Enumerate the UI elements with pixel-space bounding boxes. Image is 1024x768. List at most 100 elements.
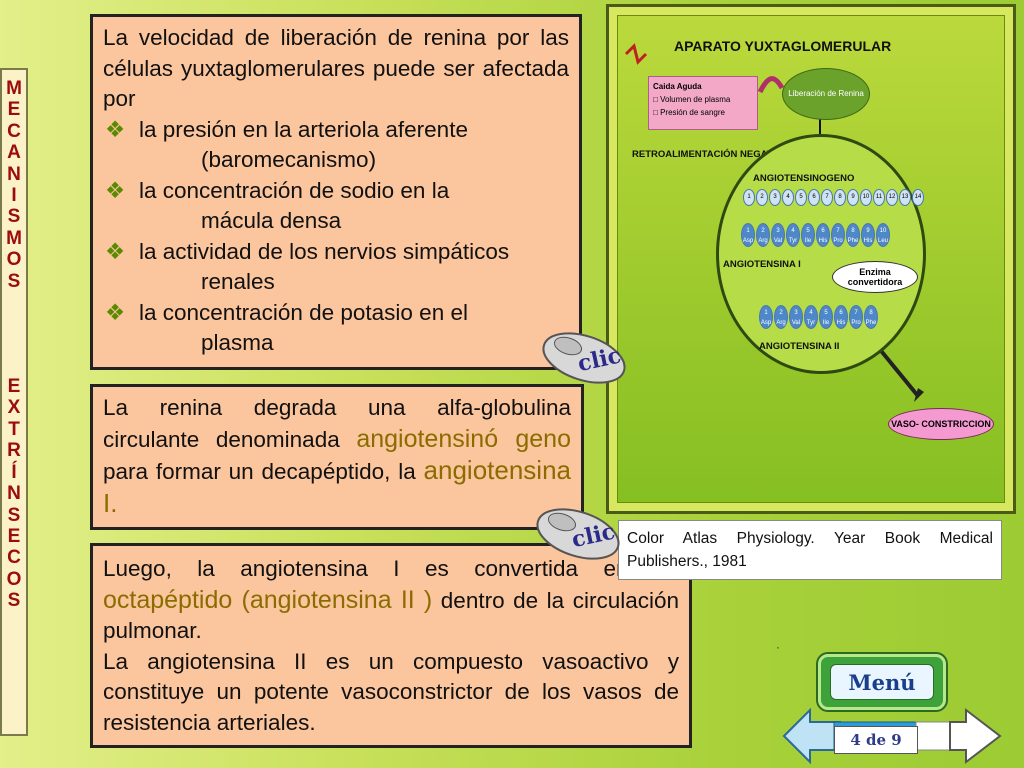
amino-acid-bead: 13	[899, 189, 911, 206]
renin-factors-panel: La velocidad de liberación de renina por…	[90, 14, 582, 370]
mouse-icon: clic	[536, 508, 620, 560]
amino-acid-bead: 11	[873, 189, 885, 206]
factor-line2: (baromecanismo)	[201, 147, 377, 172]
title-letter: R	[7, 440, 21, 462]
amino-acid-bead: 9	[847, 189, 859, 206]
amino-acid-bead: 3	[769, 189, 781, 206]
panel2-text-a: La renina degrada una alfa-globulina cir…	[103, 395, 571, 452]
factor-line1: la concentración de potasio en el	[139, 299, 468, 325]
arrow-head-icon	[914, 388, 924, 402]
amino-acid-bead: 6	[808, 189, 820, 206]
angiotensin2-label: ANGIOTENSINA II	[759, 341, 840, 352]
menu-button[interactable]: Menú	[818, 654, 946, 710]
clic-button-1[interactable]: clic	[534, 322, 630, 390]
stray-dot: ·	[776, 640, 780, 654]
diamond-bullet-icon: ❖	[105, 238, 126, 264]
amino-acid-bead: 7	[821, 189, 833, 206]
clic-button-2[interactable]: clic	[528, 498, 624, 566]
angiotensinogen-label: ANGIOTENSINOGENO	[753, 173, 855, 184]
angiotensin2-panel: Luego, la angiotensina I es convertida e…	[90, 543, 692, 748]
amino-acid-bead: 5	[795, 189, 807, 206]
title-letter: E	[7, 525, 21, 547]
diagram-background: APARATO YUXTAGLOMERULAR Caida Aguda □ Vo…	[617, 15, 1005, 503]
title-letter: S	[7, 206, 21, 228]
renin-angiotensin-panel: La renina degrada una alfa-globulina cir…	[90, 384, 584, 530]
factor-line2: mácula densa	[201, 208, 342, 233]
drop-icon	[624, 43, 648, 65]
citation-box: Color Atlas Physiology. Year Book Medica…	[618, 520, 1002, 580]
panel3-text-b: dentro de la circulación pulmonar.	[103, 587, 679, 644]
angiotensin1-highlight: angiotensina I.	[103, 455, 571, 518]
acute-drop-box: Caida Aguda □ Volumen de plasma □ Presió…	[648, 76, 758, 130]
factor-line1: la concentración de sodio en la	[139, 177, 450, 203]
title-letter: I	[11, 185, 17, 207]
title-letter: E	[7, 99, 21, 121]
factor-line2: plasma	[201, 330, 274, 355]
title-letter: N	[7, 483, 21, 505]
caida-item: □ Volumen de plasma	[653, 95, 731, 104]
renin-release-node: Liberación de Renina	[782, 68, 870, 120]
title-letter: S	[7, 270, 21, 292]
title-letter: C	[7, 120, 21, 142]
title-letter: N	[7, 163, 21, 185]
title-letter: X	[7, 397, 21, 419]
amino-acid-bead: 14	[912, 189, 924, 206]
amino-acid-bead: 10	[860, 189, 872, 206]
next-arrow-icon[interactable]	[949, 707, 1002, 765]
angiotensin1-label: ANGIOTENSINA I	[723, 259, 801, 270]
menu-label: Menú	[830, 664, 934, 700]
title-letter: T	[8, 418, 20, 440]
diamond-bullet-icon: ❖	[105, 299, 126, 325]
title-letter: O	[6, 568, 22, 590]
title-letter: Í	[11, 461, 17, 483]
factor-item: ❖ la concentración de sodio en la mácula d…	[103, 176, 569, 237]
amino-acid-bead: 1	[743, 189, 755, 206]
factor-line2: renales	[201, 269, 275, 294]
panel3-text-a: Luego, la angiotensina I es convertida e…	[103, 556, 679, 581]
amino-acid-bead: 2	[756, 189, 768, 206]
diamond-bullet-icon: ❖	[105, 177, 126, 203]
renin-factors-intro: La velocidad de liberación de renina por…	[103, 25, 569, 111]
caida-title: Caida Aguda	[653, 82, 702, 91]
angiotensinogen-highlight: angiotensinó geno	[356, 424, 571, 453]
factor-item: ❖la presión en la arteriola aferente(bar…	[103, 115, 569, 176]
diamond-bullet-icon: ❖	[105, 116, 126, 142]
title-letter: M	[6, 78, 22, 99]
title-letter: C	[7, 547, 21, 569]
panel3-paragraph-2: La angiotensina II es un compuesto vasoa…	[103, 648, 679, 735]
converting-enzyme-node: Enzima convertidora	[832, 261, 918, 293]
negative-feedback-label: RETROALIMENTACIÓN NEGATIVA	[632, 149, 788, 160]
title-letter: O	[6, 249, 22, 271]
renin-factors-list: ❖la presión en la arteriola aferente(bar…	[103, 115, 569, 359]
factor-item: ❖ la concentración de potasio en el plasma	[103, 298, 569, 359]
amino-acid-bead: 4	[782, 189, 794, 206]
diagram-title: APARATO YUXTAGLOMERULAR	[674, 38, 892, 54]
mouse-icon: clic	[542, 332, 626, 384]
previous-arrow-icon[interactable]	[782, 707, 841, 765]
panel2-text-b: para formar un decapéptido, la	[103, 459, 424, 484]
title-letter: S	[7, 590, 21, 612]
page-indicator: 4 de 9	[834, 726, 918, 754]
title-letter: S	[7, 504, 21, 526]
